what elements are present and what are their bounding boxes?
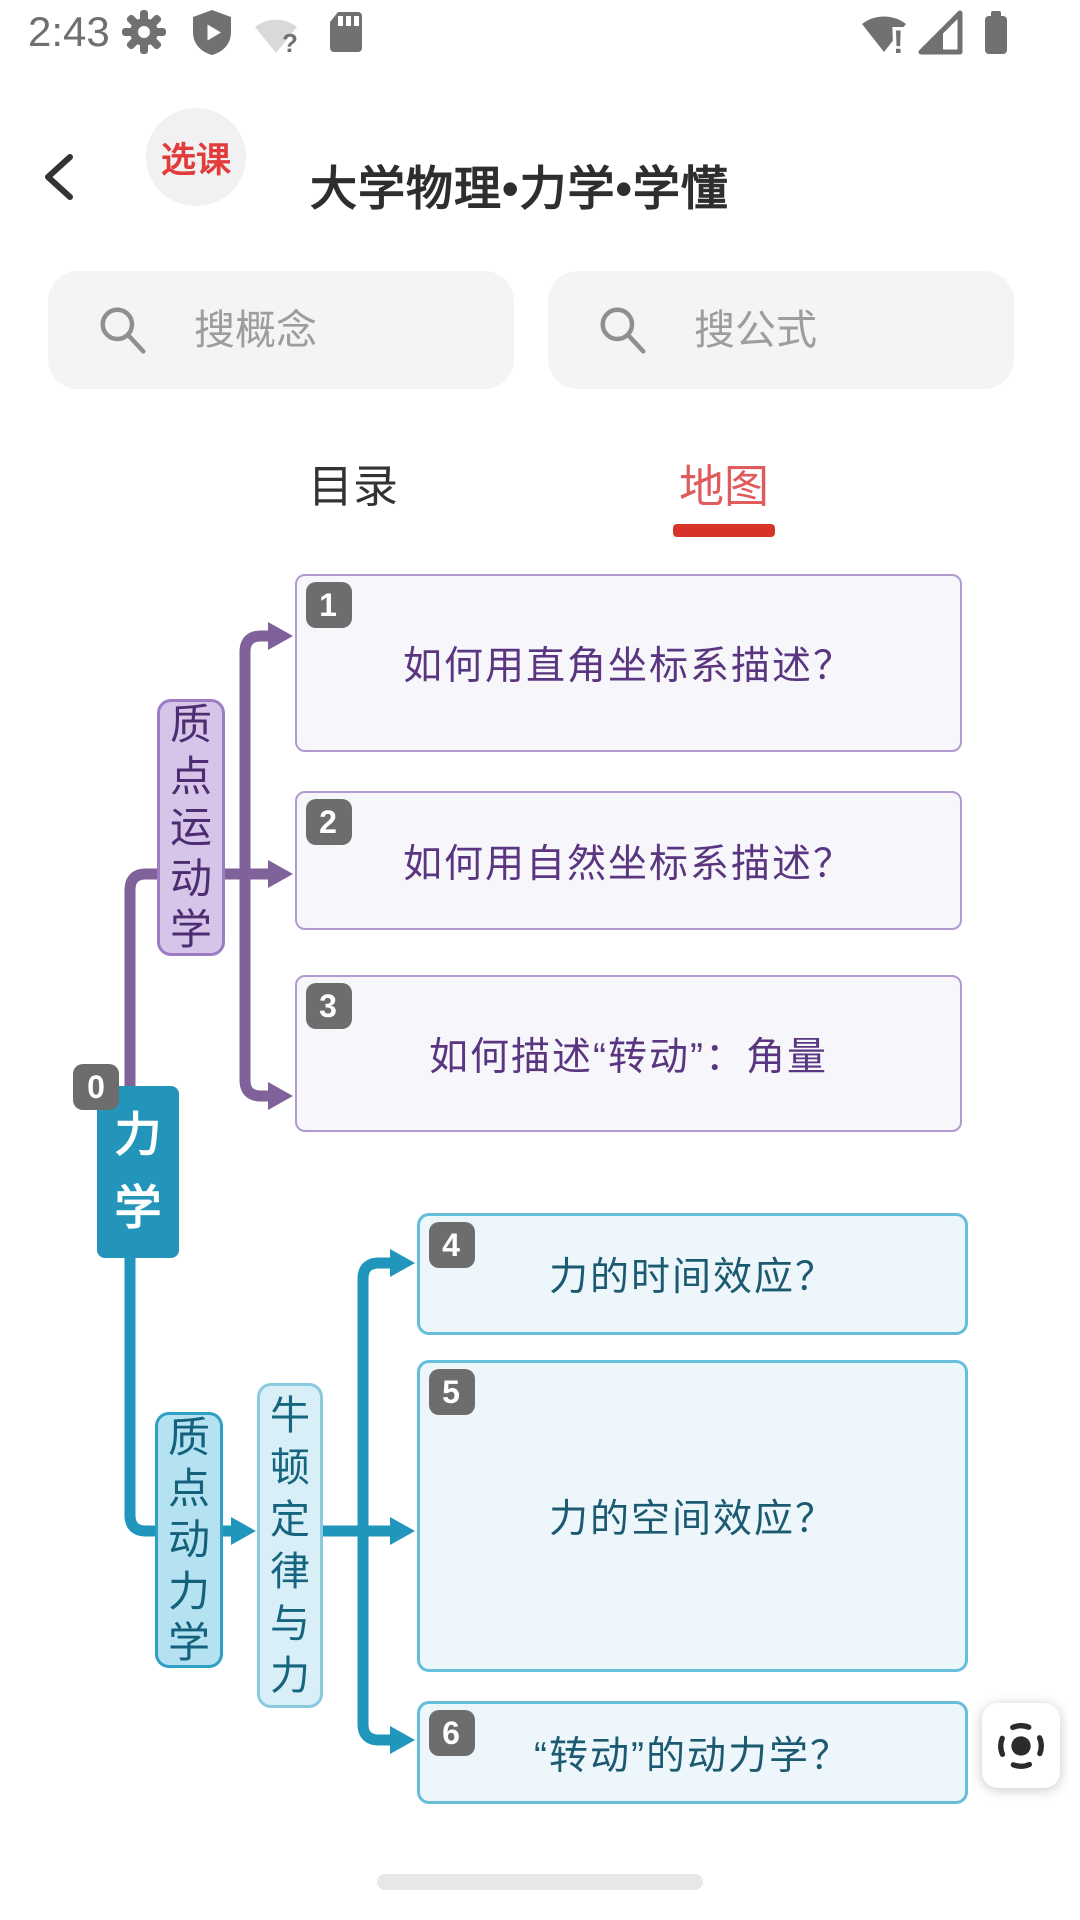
- topic-1-badge: 1: [306, 582, 352, 628]
- shield-play-icon: [193, 10, 231, 55]
- topic-box-4[interactable]: 4 力的时间效应？: [417, 1213, 968, 1335]
- topic-2-badge: 2: [306, 799, 352, 845]
- topic-6-badge: 6: [429, 1710, 475, 1756]
- topic-4-text: 力的时间效应？: [548, 1256, 836, 1299]
- back-button[interactable]: [40, 152, 80, 202]
- topic-box-3[interactable]: 3 如何描述“转动”：角量: [295, 975, 962, 1132]
- topic-box-2[interactable]: 2 如何用自然坐标系描述？: [295, 791, 962, 930]
- node-mechanics-label: 力学: [114, 1108, 162, 1234]
- svg-text:?: ?: [282, 28, 298, 58]
- gear-icon: [122, 10, 166, 54]
- topic-box-1[interactable]: 1 如何用直角坐标系描述？: [295, 574, 962, 752]
- recenter-map-button[interactable]: [982, 1703, 1060, 1788]
- concept-search-input[interactable]: [192, 305, 496, 355]
- battery-icon: [985, 11, 1007, 54]
- node-mechanics[interactable]: 0 力学: [73, 1064, 179, 1258]
- search-icon: [600, 307, 646, 354]
- wifi-alert-icon: !: [862, 16, 907, 56]
- node-dynamics[interactable]: 质点动力学: [155, 1412, 223, 1668]
- node-newton-laws-label: 牛顿定律与力: [270, 1393, 310, 1698]
- node-newton-laws[interactable]: 牛顿定律与力: [257, 1383, 323, 1708]
- wifi-question-icon: ?: [255, 19, 298, 58]
- formula-search-box[interactable]: [548, 271, 1014, 389]
- page-title: 大学物理•力学•学懂: [310, 162, 729, 215]
- topic-box-6[interactable]: 6 “转动”的动力学？: [417, 1701, 968, 1804]
- node-mechanics-badge: 0: [73, 1064, 119, 1110]
- svg-text:!: !: [893, 24, 904, 56]
- topic-3-badge: 3: [306, 983, 352, 1029]
- locate-icon: [998, 1722, 1044, 1769]
- course-select-badge[interactable]: 选课: [146, 108, 246, 206]
- tab-catalog[interactable]: 目录: [307, 461, 398, 512]
- topic-3-text: 如何描述“转动”：角量: [429, 1035, 828, 1079]
- sd-card-icon: [330, 12, 362, 52]
- node-kinematics-label: 质点运动学: [169, 701, 212, 954]
- topic-2-text: 如何用自然坐标系描述？: [402, 842, 854, 886]
- formula-search-input[interactable]: [692, 305, 996, 355]
- topic-1-text: 如何用直角坐标系描述？: [402, 645, 854, 688]
- tab-active-underline: [673, 524, 775, 537]
- topic-6-text: “转动”的动力学？: [534, 1734, 851, 1778]
- topic-box-5[interactable]: 5 力的空间效应？: [417, 1360, 968, 1672]
- topic-4-badge: 4: [429, 1222, 475, 1268]
- node-kinematics[interactable]: 质点运动学: [157, 699, 225, 956]
- topic-5-text: 力的空间效应？: [548, 1498, 836, 1541]
- back-chevron-icon: [45, 154, 73, 200]
- status-time: 2:43: [28, 8, 110, 55]
- tab-map[interactable]: 地图: [678, 461, 769, 512]
- signal-strength-icon: [918, 10, 963, 55]
- topic-5-badge: 5: [429, 1369, 475, 1415]
- search-icon: [100, 307, 146, 354]
- horizontal-scrollbar[interactable]: [377, 1874, 703, 1890]
- node-dynamics-label: 质点动力学: [167, 1413, 210, 1666]
- course-select-label: 选课: [160, 140, 231, 180]
- concept-search-box[interactable]: [48, 271, 514, 389]
